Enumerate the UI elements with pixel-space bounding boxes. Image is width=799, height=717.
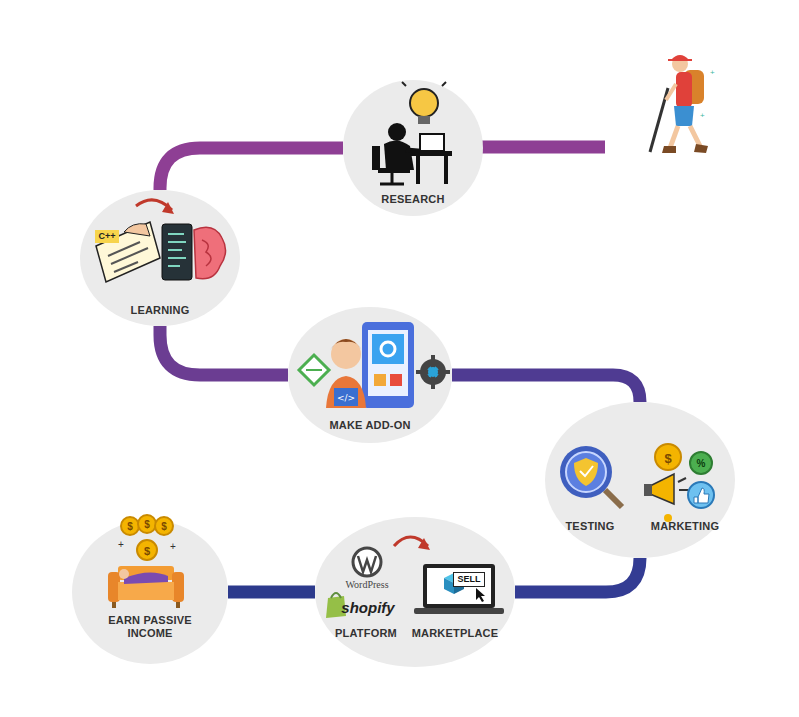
learning-icon [96, 200, 226, 282]
road-connector [515, 558, 640, 592]
step-label: EARN PASSIVE INCOME [90, 614, 210, 640]
icon-text: C++ [95, 230, 118, 243]
step-label: MAKE ADD-ON [329, 419, 410, 432]
step-label: MARKETING [651, 520, 719, 533]
icon-text: WordPress [345, 580, 388, 590]
icon-text: shopify [341, 600, 394, 615]
road-segment [470, 141, 605, 154]
road-connector [160, 148, 343, 190]
icon-text: $ [664, 452, 671, 465]
step-label: LEARNING [130, 304, 189, 317]
svg-text:+: + [118, 539, 124, 550]
icon-text: $ [161, 522, 167, 532]
marketing-icon [644, 444, 714, 522]
research-icon [372, 82, 452, 184]
road-connector [228, 586, 315, 599]
testing-icon [560, 446, 622, 507]
hiker-icon: + + [650, 55, 715, 153]
road-connector [452, 375, 640, 402]
step-label: RESEARCH [381, 193, 444, 206]
platform-icon [326, 537, 504, 618]
icon-text: $ [127, 522, 133, 532]
step-label: MARKETPLACE [412, 627, 499, 640]
svg-text:+: + [170, 541, 176, 552]
step-label: PLATFORM [335, 627, 397, 640]
icon-text: $ [144, 546, 150, 557]
add-on-icon: </> [299, 322, 450, 408]
svg-text:</>: </> [337, 393, 355, 403]
svg-text:+: + [710, 68, 715, 77]
earn-icon: + + [108, 515, 184, 608]
svg-text:+: + [700, 111, 705, 120]
step-label: TESTING [565, 520, 614, 533]
icon-text: SELL [453, 572, 484, 587]
icon-text: % [697, 459, 706, 469]
icon-text: $ [144, 520, 150, 530]
road-connector [160, 326, 288, 375]
